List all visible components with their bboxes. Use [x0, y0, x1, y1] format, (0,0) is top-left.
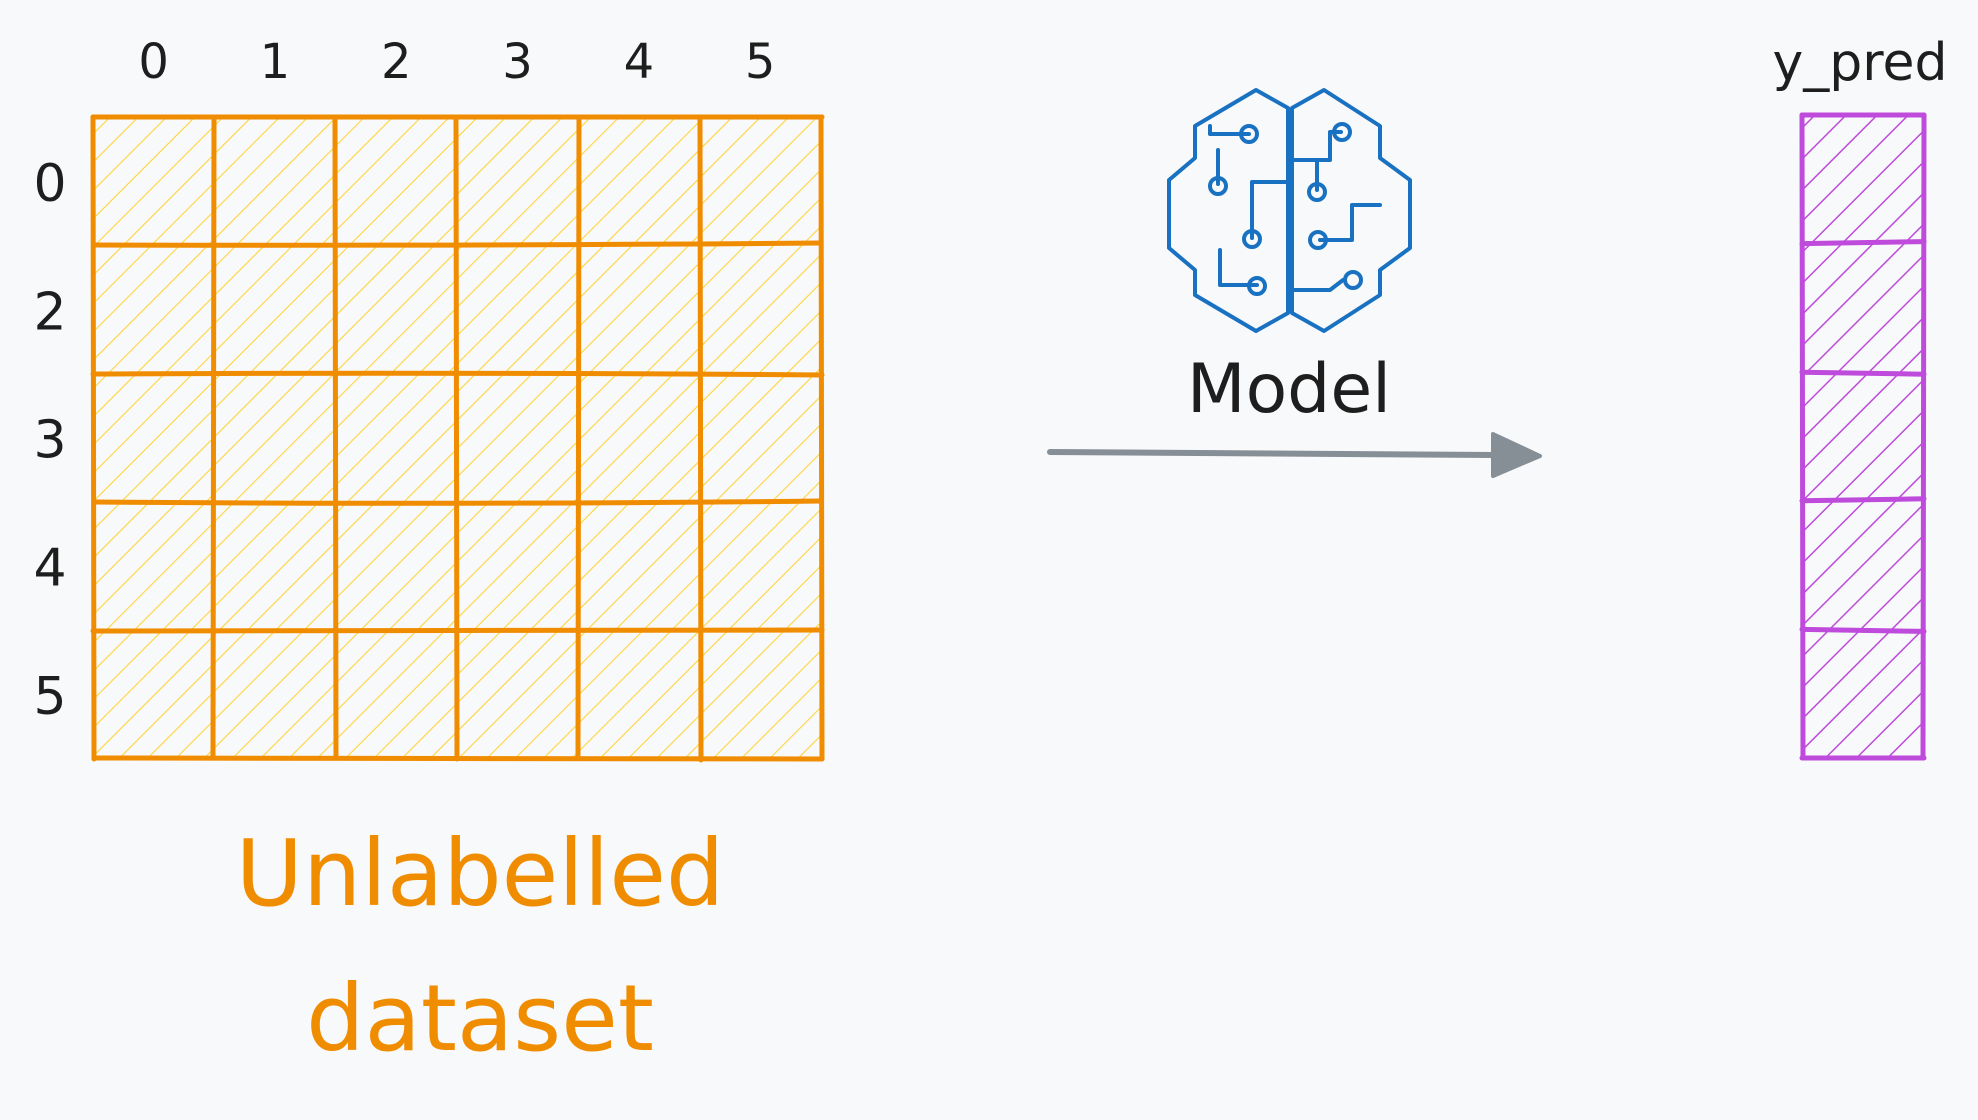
grid-line-h3	[91, 498, 824, 506]
row-index-label: 4	[33, 539, 66, 599]
row-index-label: 5	[33, 667, 66, 727]
dataset-label-line1: Unlabelled	[236, 820, 725, 927]
prediction-cell-divider	[1799, 496, 1927, 504]
dataset-grid-lines	[90, 114, 825, 763]
row-index-label: 0	[33, 154, 66, 214]
prediction-cell-divider	[1799, 369, 1927, 377]
model-label: Model	[1187, 350, 1391, 429]
unlabelled-dataset-grid: 0 1 2 3 4 5 0 2 3 4 5 Unlabelled dataset	[33, 34, 825, 1072]
grid-line-v1	[210, 115, 217, 761]
row-index-label: 3	[33, 411, 66, 471]
prediction-cell-dividers	[1799, 239, 1927, 634]
prediction-hatch-fill	[1802, 115, 1924, 758]
grid-line-v3	[453, 115, 460, 762]
grid-line-h5	[91, 755, 825, 762]
grid-line-v5	[697, 115, 704, 763]
column-index-label: 5	[745, 34, 776, 90]
column-index-label: 2	[381, 34, 412, 90]
dataset-label-line2: dataset	[306, 965, 654, 1072]
grid-line-h4	[90, 627, 825, 634]
row-index-label: 2	[33, 282, 66, 342]
grid-line-h2	[90, 370, 825, 378]
grid-line-v4	[575, 114, 582, 761]
prediction-cell-lines	[1799, 112, 1927, 761]
arrow-shaft	[1047, 449, 1498, 458]
column-index-label: 0	[138, 34, 169, 90]
prediction-label: y_pred	[1772, 33, 1947, 93]
grid-line-h1	[91, 240, 824, 248]
grid-line-v0	[90, 114, 97, 762]
grid-line-v2	[332, 114, 339, 761]
prediction-cell-divider	[1799, 239, 1927, 247]
model-block: Model	[1167, 88, 1412, 429]
prediction-cell-divider	[1799, 626, 1927, 634]
row-index-labels: 0 2 3 4 5	[33, 154, 66, 727]
column-index-label: 4	[624, 34, 655, 90]
column-index-labels: 0 1 2 3 4 5	[138, 34, 775, 90]
grid-line-v6	[818, 114, 825, 762]
brain-circuit-icon	[1167, 88, 1412, 333]
arrow-head	[1491, 432, 1542, 478]
column-index-label: 3	[502, 34, 533, 90]
arrow-right-icon	[1047, 432, 1542, 478]
prediction-column: y_pred	[1772, 33, 1948, 761]
column-index-label: 1	[260, 34, 291, 90]
